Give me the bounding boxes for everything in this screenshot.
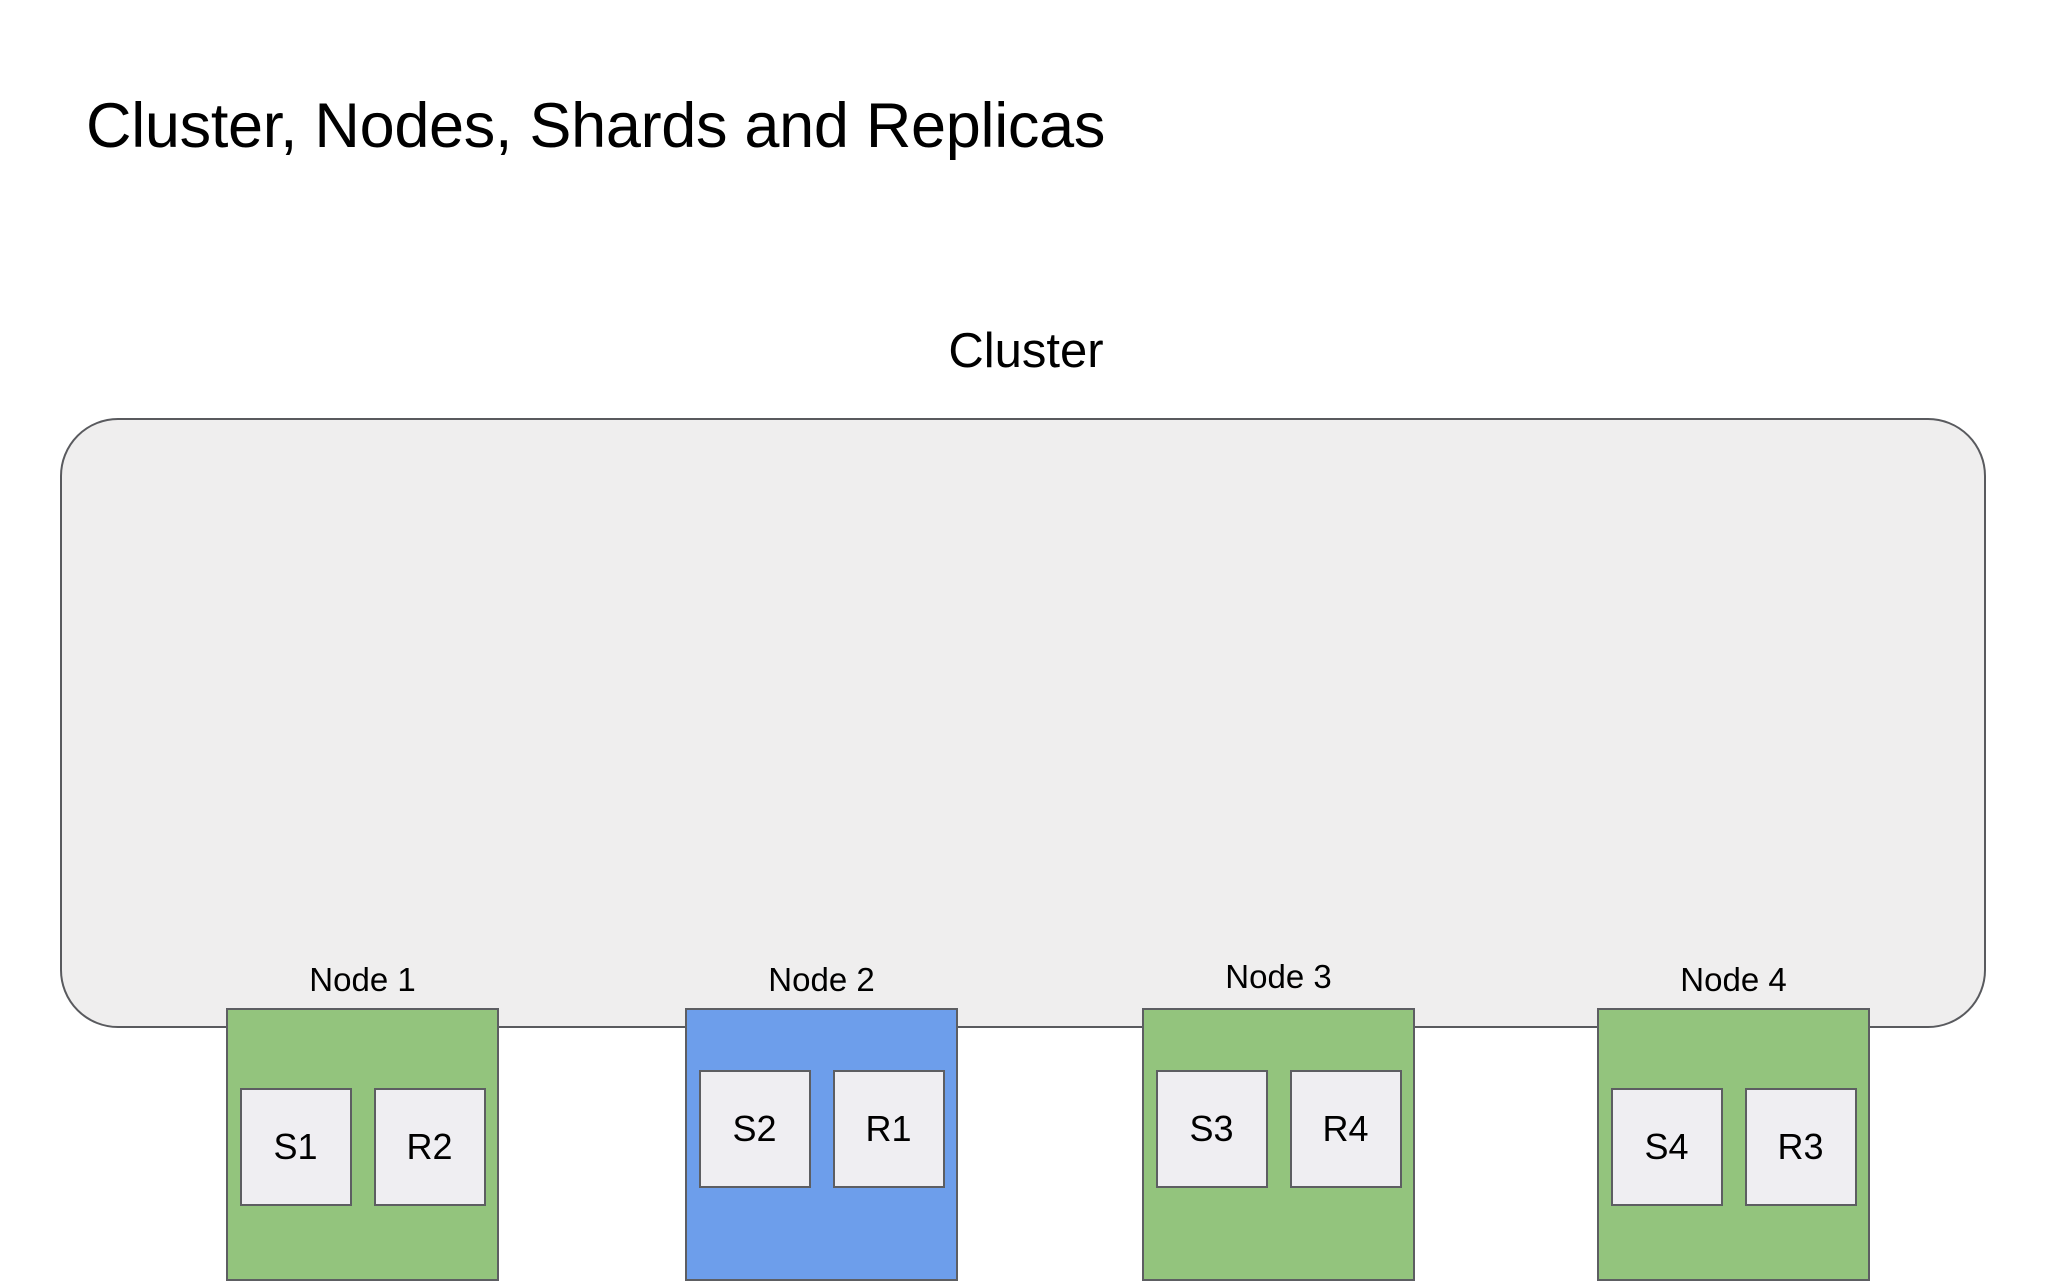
node-4-shard-group: S4 R3 — [1599, 1088, 1868, 1206]
page-title: Cluster, Nodes, Shards and Replicas — [86, 91, 1106, 161]
node-4[interactable]: Node 4 S4 R3 — [1597, 961, 1870, 1281]
node-1-label: Node 1 — [309, 961, 416, 998]
cluster-caption-text: Cluster — [948, 324, 1104, 378]
replica-r2[interactable]: R2 — [373, 1088, 486, 1206]
node-3-label: Node 3 — [1225, 958, 1332, 995]
replica-r4[interactable]: R4 — [1289, 1070, 1402, 1188]
cluster-caption: Cluster — [0, 323, 2048, 379]
node-4-label: Node 4 — [1680, 961, 1787, 998]
shard-s3[interactable]: S3 — [1155, 1070, 1268, 1188]
node-3-shard-group: S3 R4 — [1144, 1070, 1413, 1188]
node-2-shard-group: S2 R1 — [687, 1070, 956, 1188]
cluster-container: Node 1 S1 R2 Node 2 S2 R1 Node 3 S3 R4 N… — [60, 418, 1986, 1281]
shard-s4[interactable]: S4 — [1610, 1088, 1723, 1206]
node-1-shard-group: S1 R2 — [228, 1088, 497, 1206]
node-2-label: Node 2 — [768, 961, 875, 998]
replica-r3[interactable]: R3 — [1744, 1088, 1857, 1206]
shard-s1[interactable]: S1 — [239, 1088, 352, 1206]
shard-s2[interactable]: S2 — [698, 1070, 811, 1188]
node-3[interactable]: Node 3 S3 R4 — [1142, 958, 1415, 1281]
node-1[interactable]: Node 1 S1 R2 — [226, 961, 499, 1281]
replica-r1[interactable]: R1 — [832, 1070, 945, 1188]
node-2[interactable]: Node 2 S2 R1 — [685, 961, 958, 1281]
